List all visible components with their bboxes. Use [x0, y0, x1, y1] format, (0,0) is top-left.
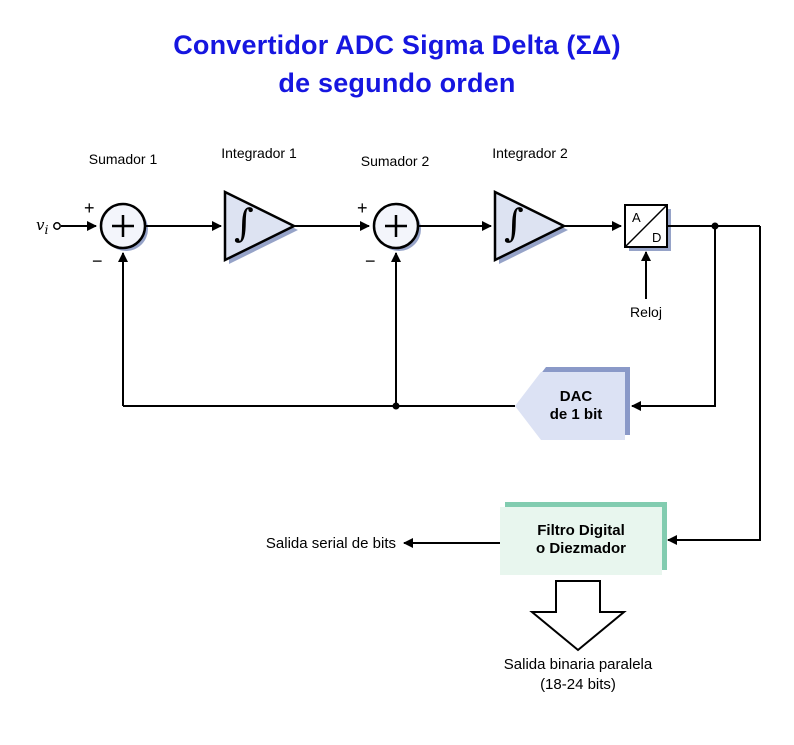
summer1-minus-sign: −: [92, 251, 103, 271]
serial-output-label: Salida serial de bits: [265, 535, 396, 552]
clock-label: Reloj: [630, 304, 662, 320]
dac-label-line2: de 1 bit: [549, 406, 603, 423]
dac-label-line1: DAC: [559, 388, 593, 405]
page-title-line1: Convertidor ADC Sigma Delta (ΣΔ): [173, 30, 621, 60]
summer1-label: Sumador 1: [88, 151, 158, 167]
integrator2-triangle: [493, 189, 567, 263]
summer2-label: Sumador 2: [360, 153, 430, 169]
parallel-output-arrow: [529, 580, 627, 652]
filter-label-line2: o Diezmador: [535, 540, 626, 557]
integrator1-label: Integrador 1: [221, 145, 297, 161]
filter-label-line1: Filtro Digital: [537, 522, 625, 539]
parallel-output-label-line2: (18-24 bits): [540, 676, 616, 693]
wire-to-filter: [667, 226, 761, 545]
digital-filter-block: [500, 507, 662, 575]
input-subscript: i: [44, 222, 49, 237]
summer2-plus-sign: +: [357, 198, 368, 218]
integrator1-triangle: [223, 189, 297, 263]
summer1-plus-sign: +: [84, 198, 95, 218]
input-signal-label: vi: [36, 216, 48, 237]
wire-to-dac: [631, 226, 716, 411]
integrator2-integral-icon: ∫: [504, 201, 524, 245]
summer2-minus-sign: −: [365, 251, 376, 271]
integrator2-label: Integrador 2: [492, 145, 568, 161]
page-title-line2: de segundo orden: [278, 68, 516, 98]
adc-diagonal: [624, 204, 668, 248]
dac-block: [515, 372, 625, 440]
input-v: v: [36, 216, 45, 234]
integrator1-integral-icon: ∫: [234, 201, 254, 245]
input-terminal: [53, 222, 61, 230]
parallel-output-label-line1: Salida binaria paralela: [503, 656, 653, 673]
adc-a-label: A: [632, 210, 641, 225]
adc-d-label: D: [652, 230, 662, 245]
